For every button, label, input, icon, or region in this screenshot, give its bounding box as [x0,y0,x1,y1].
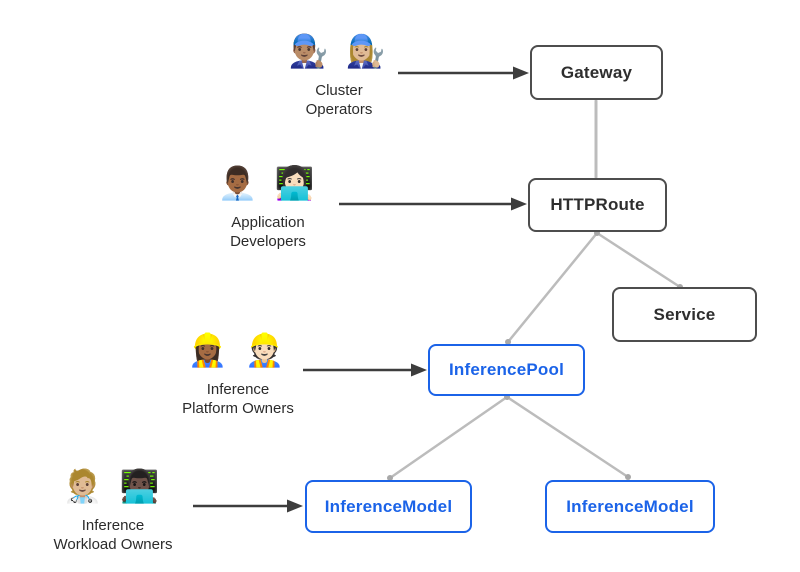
persona-application-developers-label: Application Developers [230,214,306,250]
node-gateway-label: Gateway [560,62,633,82]
inference-platform-owners-icon: 👷🏾‍♀️ 👷🏻 [187,332,289,368]
node-service-label: Service [653,304,716,324]
node-inferencepool-label: InferencePool [448,360,565,379]
persona-inference-platform-owners: 👷🏾‍♀️ 👷🏻 Inference Platform Owners [138,327,338,418]
persona-cluster-operators: 👨🏽‍🔧 👩🏼‍🔧 Cluster Operators [239,28,439,119]
edge-inferencepool-inferencemodel-left [388,395,509,480]
persona-cluster-operators-label: Cluster Operators [305,82,373,118]
node-inferencemodel-left-label: InferenceModel [324,496,453,516]
edge-inferencepool-inferencemodel-right [505,395,630,479]
persona-application-developers: 👨🏾‍💼 👩🏻‍💻 Application Developers [168,160,368,251]
edge-httproute-inferencepool [506,231,599,344]
persona-inference-workload-owners-label: Inference Workload Owners [53,517,173,553]
arrow-platform-owners-inferencepool [303,363,427,377]
arrow-workload-owners-inferencemodel [193,499,303,513]
arrow-cluster-operators-gateway [398,66,529,80]
node-inferencemodel-right-label: InferenceModel [566,496,694,516]
cluster-operators-icon: 👨🏽‍🔧 👩🏼‍🔧 [288,33,390,69]
node-inferencemodel-left: InferenceModel [305,480,472,533]
node-inferencepool: InferencePool [428,344,585,396]
edge-httproute-service [595,231,682,289]
node-gateway: Gateway [530,45,663,100]
node-httproute-label: HTTPRoute [550,195,645,214]
inference-workload-owners-icon: 🧑🏼‍⚕️ 👨🏿‍💻 [62,468,164,504]
node-inferencemodel-right: InferenceModel [545,480,715,533]
node-service: Service [612,287,757,342]
persona-inference-workload-owners: 🧑🏼‍⚕️ 👨🏿‍💻 Inference Workload Owners [13,463,213,554]
persona-inference-platform-owners-label: Inference Platform Owners [182,381,294,417]
node-httproute: HTTPRoute [528,178,667,232]
application-developers-icon: 👨🏾‍💼 👩🏻‍💻 [217,165,319,201]
arrow-application-developers-httproute [339,197,527,211]
